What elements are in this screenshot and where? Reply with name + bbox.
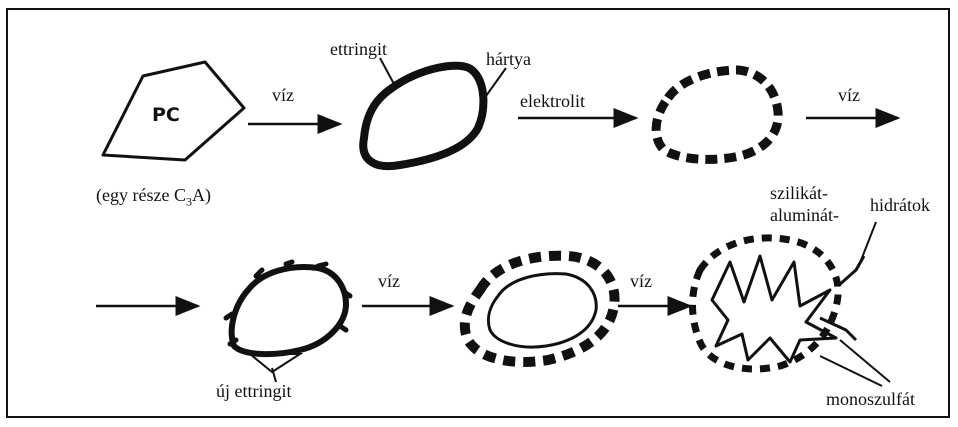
layered-particle-inner (488, 274, 596, 347)
uj-ettringit-label: új ettringit (216, 382, 292, 400)
ettringit-film-particle (363, 66, 483, 166)
new-ettringit-particle (232, 267, 346, 354)
viz-label-1: víz (272, 86, 294, 104)
aluminat-label: aluminát- (770, 206, 839, 224)
hidratok-label: hidrátok (870, 196, 930, 214)
egy-resze-text: (egy része C (96, 185, 186, 205)
viz-label-3: víz (378, 272, 400, 290)
ettringit-label: ettringit (330, 40, 387, 58)
pc-label: PC (152, 104, 180, 126)
monoszulfat-pointer-2 (820, 356, 882, 386)
monoszulfat-label: monoszulfát (826, 390, 915, 408)
egy-resze-label: (egy része C3A) (96, 186, 211, 208)
hidratok-pointer (858, 222, 876, 268)
electrolyte-particle (656, 70, 778, 159)
elektrolit-label: elektrolit (520, 92, 585, 110)
hartya-pointer (486, 68, 506, 96)
viz-label-4: víz (630, 272, 652, 290)
szilikat-label: szilikát- (770, 184, 828, 202)
viz-label-2: víz (838, 86, 860, 104)
hartya-label: hártya (486, 50, 531, 68)
ettringit-pointer (380, 58, 394, 84)
monoszulfat-pointer-1 (840, 340, 890, 382)
egy-resze-end: A) (192, 185, 211, 205)
hydrated-structure (693, 238, 865, 369)
